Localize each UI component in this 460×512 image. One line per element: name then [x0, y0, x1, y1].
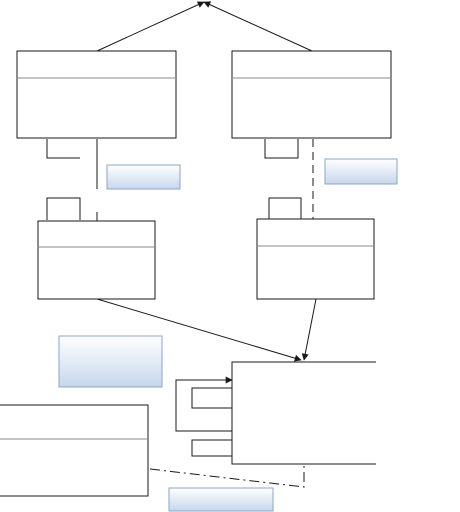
generalization-line-right	[203, 1, 313, 52]
package-tab-mid-right	[268, 197, 302, 219]
self-association-lower	[191, 439, 232, 457]
association-line-mid-left	[96, 298, 302, 362]
connector-bracket-top-right	[264, 139, 299, 159]
note-middle[interactable]	[58, 335, 163, 388]
association-line-mid-right	[301, 298, 317, 361]
note-top-right[interactable]	[324, 158, 398, 185]
generalization-line-left	[96, 1, 205, 52]
class-bottom-left[interactable]	[0, 404, 149, 497]
note-top-left[interactable]	[106, 164, 181, 190]
package-tab-mid-left	[46, 197, 81, 220]
self-association-outer	[175, 376, 233, 432]
note-bottom[interactable]	[168, 487, 274, 512]
class-top-right[interactable]	[231, 50, 392, 139]
class-top-left[interactable]	[16, 50, 177, 139]
connector-bracket-top-left	[46, 139, 80, 159]
class-mid-right[interactable]	[256, 218, 375, 300]
self-association-inner	[191, 387, 232, 409]
class-bottom-right[interactable]	[231, 361, 376, 465]
dependency-line-bottom	[149, 464, 305, 488]
class-mid-left[interactable]	[37, 220, 156, 300]
